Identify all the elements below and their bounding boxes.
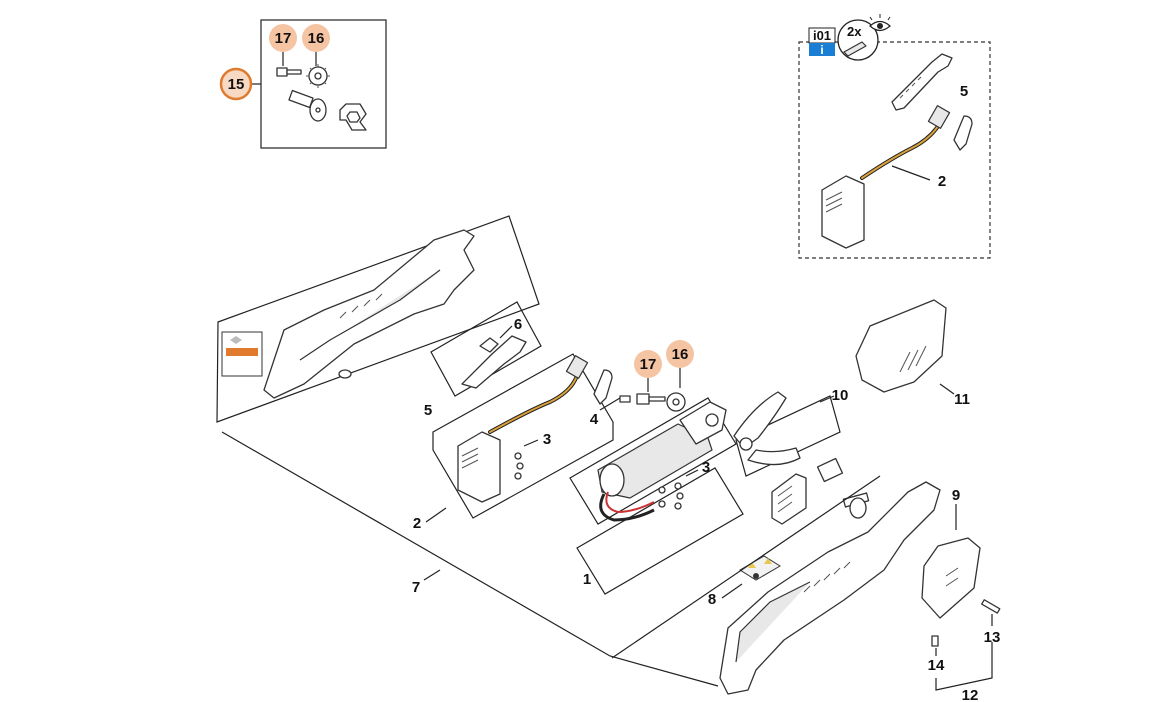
sensor-box: 3 4 2	[413, 353, 621, 532]
blade-lower	[747, 447, 801, 466]
motor-frame	[569, 397, 737, 525]
sensor-frame	[432, 353, 614, 519]
callout-2b: 2	[938, 173, 946, 190]
optional-kit-box: i01 i 2x 5 2	[798, 14, 991, 259]
connector-icon-2	[565, 355, 589, 379]
callout-7: 7	[412, 579, 420, 596]
callout-3b: 3	[702, 459, 710, 476]
callout-9: 9	[952, 487, 960, 504]
warning-label-icon	[221, 331, 263, 377]
callout-14: 14	[928, 657, 945, 674]
side-cover-9: 9	[921, 487, 981, 619]
blade-holder-icon	[771, 473, 807, 525]
callout-17b: 17	[640, 356, 657, 373]
spring-plate-icon-2	[593, 369, 613, 405]
blade-upper	[733, 391, 787, 449]
motor-box: 3 1	[569, 397, 744, 595]
magnify-circle: 2x	[837, 14, 891, 61]
eye-icon	[869, 14, 891, 32]
nut-set-icon	[514, 452, 524, 480]
spring-plate-icon	[953, 115, 973, 151]
badge-15[interactable]	[219, 67, 253, 101]
sensor-board-2	[821, 175, 865, 249]
callout-10: 10	[832, 387, 849, 404]
callout-17: 17	[275, 30, 292, 47]
sensor-board	[457, 431, 501, 503]
warning-sticker-8	[739, 555, 781, 581]
trigger-lever	[461, 335, 527, 389]
pivot-pin-icon	[288, 89, 327, 122]
screw-14: 14	[928, 635, 945, 674]
gear-icon	[306, 64, 330, 88]
callout-1: 1	[583, 571, 591, 588]
pin-gear-set: 17 16	[634, 340, 694, 412]
callout-2: 2	[413, 515, 421, 532]
badge-17b[interactable]	[634, 350, 662, 378]
connector-icon	[927, 105, 951, 129]
info-code: i01	[813, 28, 831, 43]
callout-4: 4	[590, 411, 599, 428]
callout-3a: 3	[543, 431, 551, 448]
lever-part-5	[891, 53, 953, 111]
callout-16: 16	[308, 30, 325, 47]
key-part-icon	[843, 41, 867, 57]
callout-11: 11	[954, 391, 970, 408]
badge-16[interactable]	[302, 24, 330, 52]
trigger-box: 6 5	[424, 301, 542, 419]
info-tag[interactable]: i01 i	[808, 27, 836, 57]
group-lines-7: 7	[221, 431, 881, 687]
housing-half-box	[216, 215, 540, 423]
callout-8: 8	[708, 591, 716, 608]
badge-16b[interactable]	[666, 340, 694, 368]
motor-cylinder	[597, 423, 713, 499]
small-screw-icon	[619, 395, 631, 403]
blade-box: 10	[733, 387, 870, 525]
cover-shell	[855, 299, 947, 393]
callout-13: 13	[984, 629, 1001, 646]
box-frame	[216, 215, 540, 423]
kit-box-15: 15 17 16	[219, 19, 387, 149]
side-cover	[921, 537, 981, 619]
main-housing: 8	[708, 481, 941, 695]
cover-11: 11	[855, 299, 970, 408]
housing-body	[719, 481, 941, 695]
callout-15: 15	[228, 76, 245, 93]
trigger-frame	[430, 301, 542, 397]
screw-icon	[276, 67, 302, 77]
badge-17[interactable]	[269, 24, 297, 52]
screw-13: 13	[981, 599, 1001, 646]
spring-icon	[479, 337, 499, 353]
callout-5: 5	[424, 402, 432, 419]
gear-head	[679, 401, 727, 445]
terminal-icons	[658, 482, 684, 510]
housing-shell	[263, 229, 475, 399]
info-icon: i	[820, 43, 823, 57]
bracket-12	[935, 642, 993, 691]
callout-5b: 5	[960, 83, 968, 100]
callout-6: 6	[514, 316, 522, 333]
blade-frame	[735, 395, 841, 477]
callout-12: 12	[962, 687, 979, 702]
quantity-label: 2x	[847, 24, 862, 39]
callout-16b: 16	[672, 346, 689, 363]
